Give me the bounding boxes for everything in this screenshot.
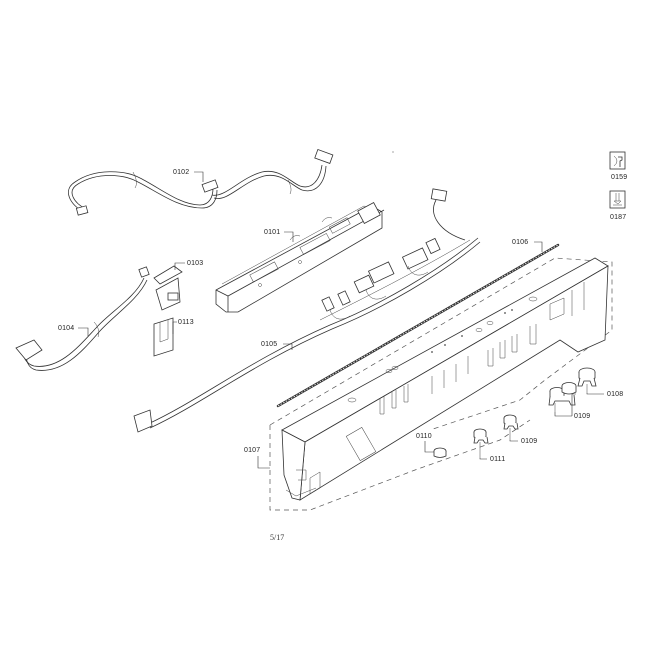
label-0104: 0104 — [58, 325, 74, 332]
part-0103-connector-block[interactable] — [138, 265, 183, 311]
legend-icon-0159 — [609, 151, 626, 170]
leader-0105 — [283, 343, 293, 350]
page-number: 5/17 — [270, 533, 284, 542]
label-0101: 0101 — [264, 229, 280, 236]
leader-0101 — [284, 231, 294, 242]
label-0109-single: 0109 — [521, 438, 537, 445]
part-0109-push-button[interactable] — [503, 414, 519, 440]
leader-0104 — [78, 327, 89, 336]
leader-0109-double — [554, 393, 576, 417]
leader-0102 — [194, 171, 204, 182]
part-0107-control-panel-facia[interactable] — [281, 257, 609, 501]
label-0113: 0113 — [178, 319, 194, 326]
label-0103: 0103 — [187, 260, 203, 267]
leader-0107 — [257, 456, 270, 469]
leader-0108 — [586, 393, 604, 395]
wrench-tool-icon — [609, 151, 626, 170]
label-0106: 0106 — [512, 239, 528, 246]
label-0111: 0111 — [490, 456, 505, 463]
label-0102: 0102 — [173, 169, 189, 176]
part-0109-double-push-button[interactable] — [548, 382, 577, 413]
part-0104-cable-harness[interactable] — [15, 277, 148, 371]
part-0111-push-button[interactable] — [473, 428, 489, 458]
leader-0109-single — [509, 440, 518, 442]
label-0187: 0187 — [610, 214, 626, 221]
part-0105-wiring-loom[interactable] — [133, 188, 481, 433]
press-tool-icon — [609, 190, 626, 209]
part-0110-button-cap[interactable] — [433, 447, 447, 458]
part-0108-push-button[interactable] — [577, 367, 597, 393]
stray-mark — [392, 151, 394, 153]
leader-0103 — [174, 262, 185, 270]
leader-0110 — [424, 441, 434, 453]
leader-0113 — [172, 321, 177, 334]
label-0108: 0108 — [607, 391, 623, 398]
label-0105: 0105 — [261, 341, 277, 348]
legend-icon-0187 — [609, 190, 626, 209]
leader-0106 — [534, 241, 543, 252]
assembly-outline — [269, 257, 613, 511]
leader-0111 — [479, 458, 487, 460]
label-0159: 0159 — [611, 174, 627, 181]
label-0109-double: 0109 — [574, 413, 590, 420]
label-0107: 0107 — [244, 447, 260, 454]
part-0106-sealing-strip[interactable] — [276, 243, 560, 408]
label-0110: 0110 — [416, 433, 432, 440]
part-0102-cable-harness[interactable] — [68, 148, 334, 216]
part-0101-control-module[interactable] — [215, 202, 385, 313]
part-0113-insulation-plate[interactable] — [153, 317, 174, 357]
